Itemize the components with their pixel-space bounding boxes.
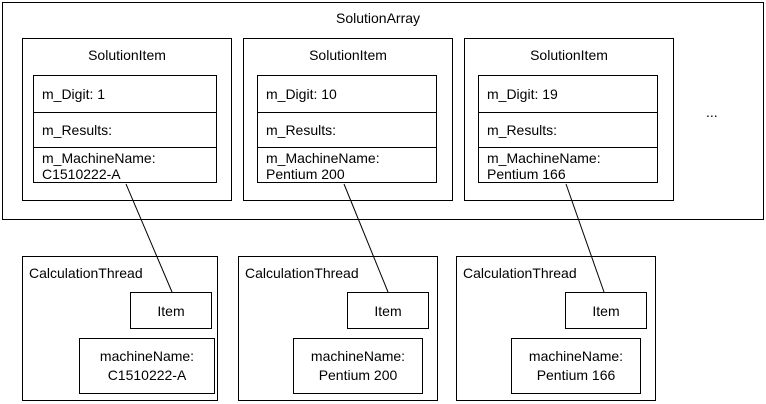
solution-item-fields: m_Digit: 10 m_Results: m_MachineName: Pe… bbox=[257, 75, 437, 183]
solution-item: SolutionItem m_Digit: 1 m_Results: m_Mac… bbox=[22, 38, 232, 201]
machine-name-field: m_MachineName: Pentium 166 bbox=[487, 150, 601, 182]
solution-item-title: SolutionItem bbox=[530, 47, 608, 63]
digit-field: m_Digit: 10 bbox=[258, 76, 436, 113]
results-field: m_Results: bbox=[34, 113, 216, 148]
calculation-thread-title: CalculationThread bbox=[29, 265, 143, 281]
digit-field: m_Digit: 1 bbox=[34, 76, 216, 113]
item-reference: Item bbox=[347, 292, 429, 329]
results-field: m_Results: bbox=[258, 113, 436, 148]
machine-name-field: m_MachineName: C1510222-A bbox=[42, 150, 156, 182]
solution-item: SolutionItem m_Digit: 19 m_Results: m_Ma… bbox=[464, 38, 674, 201]
solution-array-title: SolutionArray bbox=[336, 10, 421, 26]
solution-item-fields: m_Digit: 19 m_Results: m_MachineName: Pe… bbox=[478, 75, 658, 183]
solution-item: SolutionItem m_Digit: 10 m_Results: m_Ma… bbox=[243, 38, 453, 201]
machine-name-box: machineName: Pentium 166 bbox=[511, 338, 641, 394]
machine-name-box: machineName: Pentium 200 bbox=[293, 338, 423, 394]
item-reference: Item bbox=[130, 292, 212, 329]
calculation-thread-title: CalculationThread bbox=[245, 265, 359, 281]
calculation-thread: CalculationThread Item machineName: C151… bbox=[22, 256, 218, 401]
solution-item-title: SolutionItem bbox=[309, 47, 387, 63]
calculation-thread: CalculationThread Item machineName: Pent… bbox=[238, 256, 438, 401]
more-items-ellipsis: ... bbox=[706, 104, 718, 120]
machine-name-box: machineName: C1510222-A bbox=[79, 338, 215, 394]
item-reference: Item bbox=[565, 292, 647, 329]
solution-item-fields: m_Digit: 1 m_Results: m_MachineName: C15… bbox=[33, 75, 217, 183]
digit-field: m_Digit: 19 bbox=[479, 76, 657, 113]
results-field: m_Results: bbox=[479, 113, 657, 148]
calculation-thread: CalculationThread Item machineName: Pent… bbox=[456, 256, 656, 401]
solution-item-title: SolutionItem bbox=[88, 47, 166, 63]
machine-name-field: m_MachineName: Pentium 200 bbox=[266, 150, 380, 182]
calculation-thread-title: CalculationThread bbox=[463, 265, 577, 281]
